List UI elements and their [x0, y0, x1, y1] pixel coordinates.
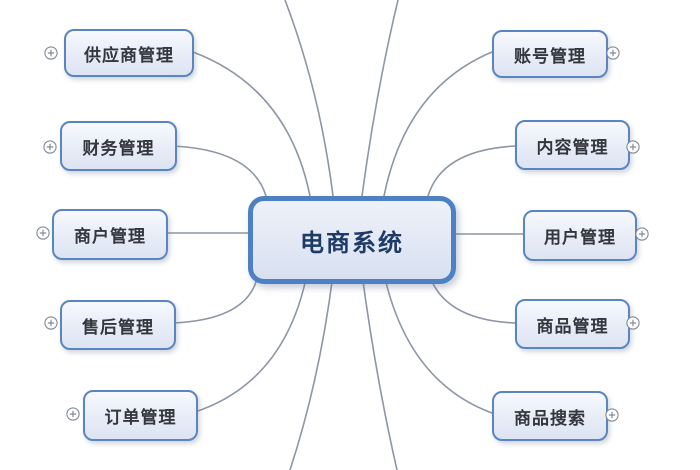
branch-node-product-search[interactable]: 商品搜索 [492, 391, 608, 441]
branch-label: 售后管理 [82, 317, 154, 337]
connector-order [194, 273, 308, 413]
plus-circle-icon[interactable] [36, 226, 50, 240]
branch-node-merchant-mgmt[interactable]: 商户管理 [52, 209, 168, 260]
branch-node-product-mgmt[interactable]: 商品管理 [515, 299, 630, 349]
branch-label: 商品搜索 [514, 408, 586, 428]
branch-node-aftersale-mgmt[interactable]: 售后管理 [60, 300, 176, 350]
connector-offscreen-bottom-right [361, 273, 398, 470]
connector-offscreen-top-right [361, 0, 399, 197]
connector-finance [172, 145, 267, 197]
plus-circle-icon[interactable] [43, 140, 57, 154]
plus-circle-icon[interactable] [626, 316, 640, 330]
connector-content [427, 145, 516, 197]
connector-offscreen-bottom-left [289, 273, 334, 470]
plus-circle-icon[interactable] [605, 408, 619, 422]
connector-product-search [383, 273, 493, 414]
connector-supplier [192, 51, 311, 197]
plus-circle-icon[interactable] [44, 46, 58, 60]
connector-aftersale [171, 273, 259, 324]
branch-node-supplier-mgmt[interactable]: 供应商管理 [64, 29, 194, 77]
branch-node-user-mgmt[interactable]: 用户管理 [523, 210, 637, 261]
branch-label: 用户管理 [544, 228, 616, 247]
branch-label: 账号管理 [514, 46, 586, 66]
branch-label: 财务管理 [82, 138, 155, 158]
central-topic-label: 电商系统 [300, 229, 404, 257]
branch-label: 供应商管理 [84, 45, 174, 65]
branch-label: 订单管理 [104, 408, 177, 427]
central-topic-node[interactable]: 电商系统 [248, 196, 456, 284]
branch-node-finance-mgmt[interactable]: 财务管理 [60, 121, 177, 171]
branch-label: 商户管理 [74, 227, 146, 246]
plus-circle-icon[interactable] [606, 46, 620, 60]
branch-node-content-mgmt[interactable]: 内容管理 [515, 120, 630, 170]
plus-circle-icon[interactable] [44, 316, 58, 330]
branch-label: 内容管理 [536, 137, 609, 157]
plus-circle-icon[interactable] [626, 140, 640, 154]
connector-account [383, 51, 493, 197]
branch-node-account-mgmt[interactable]: 账号管理 [492, 30, 608, 78]
branch-label: 商品管理 [536, 316, 609, 336]
connector-offscreen-top-left [284, 0, 334, 197]
plus-circle-icon[interactable] [635, 227, 649, 241]
branch-node-order-mgmt[interactable]: 订单管理 [83, 390, 198, 441]
plus-circle-icon[interactable] [66, 407, 80, 421]
